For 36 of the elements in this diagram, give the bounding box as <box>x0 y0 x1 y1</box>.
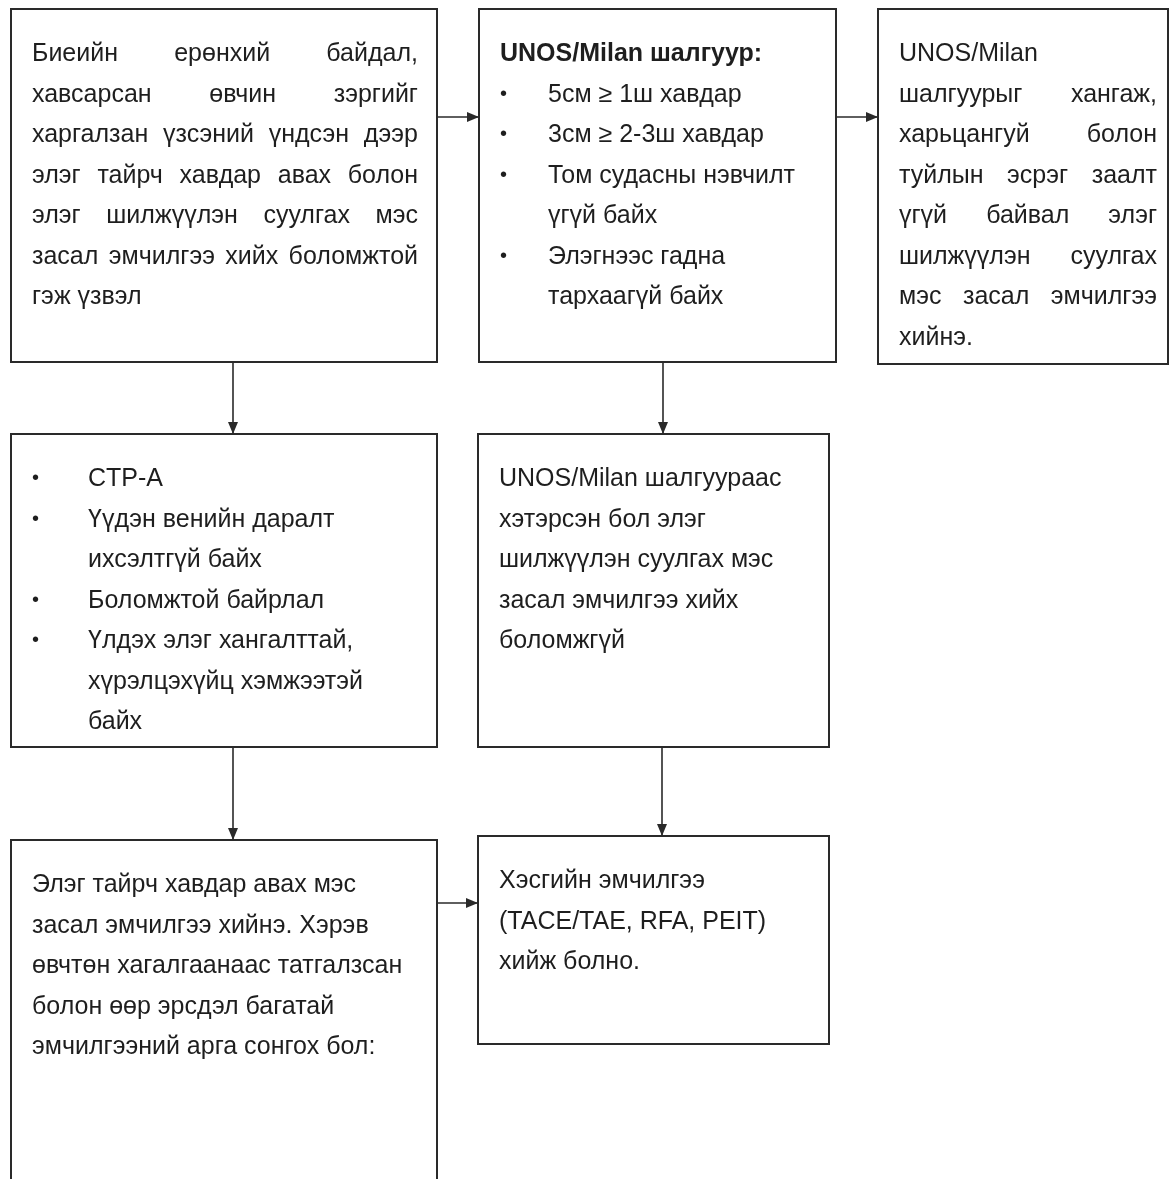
process-box <box>10 8 438 363</box>
box-text: Биеийн ерөнхий байдал, хавсарсан өвчин зэргийг харгалзан үзсэний үндсэн дээр элэг тайрч хавдар авах болон элэг шилжүүлэн суулгах мэс засал эмчилгээ хийх боломжтой гэж үзвэл <box>32 37 418 311</box>
bullet-item: Том судасны нэвчилт үгүй байх <box>548 158 796 230</box>
arrow <box>658 362 668 434</box>
process-box <box>10 433 438 748</box>
bullet-item: Боломжтой байрлал <box>88 583 326 615</box>
bullet-item: 3см ≥ 2-3ш хавдар <box>548 118 765 149</box>
bullet-marker: • <box>500 242 508 268</box>
process-box <box>877 8 1169 365</box>
box-heading: UNOS/Milan шалгуур: <box>500 37 764 68</box>
arrow <box>657 747 667 836</box>
arrow <box>228 747 238 840</box>
box-text: UNOS/Milan шалгуурыг хангаж, харьцангуй болон туйлын эсрэг заалт үгүй байвал элэг шилжүүлэн суулгах мэс засал эмчилгээ хийнэ. <box>899 37 1157 352</box>
bullet-item: Үүдэн венийн даралт ихсэлтгүй байх <box>88 502 336 574</box>
arrow <box>437 112 479 122</box>
bullet-marker: • <box>32 586 40 612</box>
bullet-item: 5см ≥ 1ш хавдар <box>548 77 743 109</box>
bullet-marker: • <box>500 80 508 106</box>
bullet-marker: • <box>32 505 40 531</box>
process-box <box>10 839 438 1179</box>
bullet-marker: • <box>32 465 40 490</box>
box-text: Элэг тайрч хавдар авах мэс засал эмчилгээ хийнэ. Хэрэв өвчтөн хагалгаанаас татгалзсан болон өөр эрсдэл багатай эмчилгээний арга сонгох бол: <box>32 868 404 1061</box>
process-box <box>478 8 837 363</box>
bullet-item: CTP-A <box>88 462 164 493</box>
box-text: Хэсгийн эмчилгээ (TACE/TAE, RFA, PEIT) хийж болно. <box>499 864 768 976</box>
process-box <box>477 433 830 748</box>
arrow <box>228 362 238 434</box>
arrow <box>836 112 878 122</box>
bullet-item: Элэгнээс гадна тархаагүй байх <box>548 239 727 311</box>
bullet-marker: • <box>500 161 508 187</box>
bullet-marker: • <box>32 627 40 652</box>
process-box <box>477 835 830 1045</box>
bullet-marker: • <box>500 121 508 146</box>
box-text: UNOS/Milan шалгуураас хэтэрсэн бол элэг шилжүүлэн суулгах мэс засал эмчилгээ хийх боломжгүй <box>499 462 783 655</box>
bullet-item: Үлдэх элэг хангалттай, хүрэлцэхүйц хэмжээтэй байх <box>88 624 365 736</box>
arrow <box>437 898 478 908</box>
